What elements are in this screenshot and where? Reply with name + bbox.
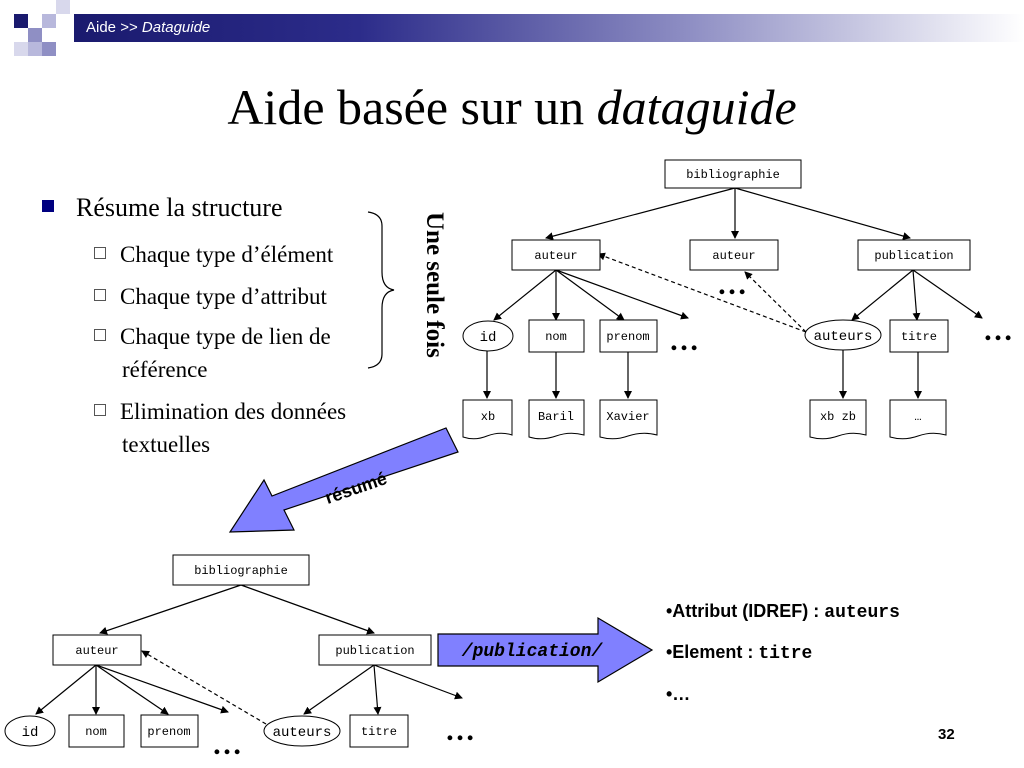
node-box <box>52 634 142 666</box>
node-label: auteurs <box>814 329 873 345</box>
sub-bullet-text: Chaque type d’attribut <box>120 284 327 309</box>
path-arrow-label: /publication/ <box>461 642 604 662</box>
header-deco-square <box>14 42 28 56</box>
sub-bullet-continuation: textuelles <box>122 432 211 457</box>
leaf-label: Baril <box>538 410 574 424</box>
slide-title: Aide basée sur un dataguide <box>0 78 1024 136</box>
header-deco-square <box>56 0 70 14</box>
sub-bullet-text: Chaque type d’élément <box>120 242 334 267</box>
page-number: 32 <box>938 726 955 743</box>
node-box <box>857 239 971 271</box>
node-label: titre <box>901 330 937 344</box>
ellipsis: … <box>717 268 747 301</box>
checkbox-bullet-icon <box>94 329 106 341</box>
node-label: nom <box>545 330 567 344</box>
leaf-document <box>528 399 585 440</box>
sub-bullet: Chaque type de lien de <box>94 320 331 353</box>
leaf-label: … <box>914 410 921 424</box>
leaf-document <box>462 399 513 440</box>
title-italic: dataguide <box>596 79 797 135</box>
node-box <box>689 239 779 271</box>
attribute-node <box>4 715 56 747</box>
node-label: bibliographie <box>194 564 288 578</box>
leaf-document <box>889 399 947 440</box>
checkbox-bullet-icon <box>94 404 106 416</box>
node-label: id <box>22 725 39 741</box>
node-label: id <box>480 330 497 346</box>
node-label: auteur <box>75 644 118 658</box>
leaf-label: xb zb <box>820 410 856 424</box>
ellipsis: … <box>445 714 475 747</box>
checkbox-bullet-icon <box>94 247 106 259</box>
right-list-code: titre <box>758 644 813 664</box>
right-list-item: •Attribut (IDREF) : auteurs <box>666 601 900 623</box>
node-label: publication <box>335 644 414 658</box>
sub-bullet-text: Chaque type de lien de <box>120 324 331 349</box>
node-box <box>68 714 125 748</box>
node-box <box>318 634 432 666</box>
header-deco-square <box>42 42 56 56</box>
attribute-node <box>804 319 882 351</box>
path-arrow <box>437 616 654 684</box>
right-list-label: •Attribut (IDREF) : <box>666 601 825 621</box>
header-deco-square <box>14 14 28 28</box>
node-box <box>664 159 802 189</box>
ellipsis: … <box>669 324 699 357</box>
curly-brace <box>367 211 395 369</box>
right-list-label: •Element : <box>666 642 759 662</box>
node-label: auteur <box>534 249 577 263</box>
bottom-tree-edges <box>35 584 463 715</box>
right-list-label: •… <box>666 684 691 704</box>
node-box <box>349 714 409 748</box>
leaf-label: xb <box>481 410 495 424</box>
header-breadcrumb: Aide >> Dataguide <box>86 19 210 36</box>
node-label: nom <box>85 725 107 739</box>
sub-bullet: Chaque type d’attribut <box>94 280 327 313</box>
right-list-item: •Element : titre <box>666 642 812 664</box>
node-label: prenom <box>606 330 649 344</box>
header-deco-square <box>42 14 56 28</box>
bullet-square-icon <box>42 200 54 212</box>
attribute-node <box>462 320 514 352</box>
right-list-code: auteurs <box>824 603 900 623</box>
leaf-label: Xavier <box>606 410 649 424</box>
leaf-document <box>599 399 658 440</box>
node-label: bibliographie <box>686 168 780 182</box>
node-label: prenom <box>147 725 190 739</box>
breadcrumb-section: Dataguide <box>141 19 211 36</box>
right-list-item: •… <box>666 684 690 705</box>
header-deco-square <box>28 42 42 56</box>
top-tree-dashed-refs <box>597 252 807 333</box>
breadcrumb-prefix: Aide >> <box>86 19 142 36</box>
checkbox-bullet-icon <box>94 289 106 301</box>
sub-bullet-continuation: référence <box>122 357 208 382</box>
node-box <box>172 554 310 586</box>
header-deco-square <box>28 28 42 42</box>
bottom-tree-dashed-ref <box>141 650 267 725</box>
node-label: titre <box>361 725 397 739</box>
resume-arrow <box>228 427 459 533</box>
sub-bullet-text: Elimination des données <box>120 399 347 424</box>
leaf-document <box>809 399 867 440</box>
node-box <box>140 714 199 748</box>
node-label: publication <box>874 249 953 263</box>
header-bar <box>74 14 1024 42</box>
main-bullet-text: Résume la structure <box>76 193 283 222</box>
node-box <box>528 319 585 353</box>
node-label: auteur <box>712 249 755 263</box>
node-box <box>599 319 658 353</box>
top-tree-edges <box>483 187 983 399</box>
attribute-node <box>263 715 341 747</box>
title-main: Aide basée sur un <box>227 79 597 135</box>
node-box <box>511 239 601 271</box>
sub-bullet: Chaque type d’élément <box>94 238 333 271</box>
ellipsis: … <box>212 728 242 761</box>
node-box <box>889 319 949 353</box>
sub-bullet: Elimination des données <box>94 395 346 428</box>
node-label: auteurs <box>273 725 332 741</box>
main-bullet: Résume la structure <box>42 193 283 223</box>
ellipsis: … <box>983 314 1013 347</box>
